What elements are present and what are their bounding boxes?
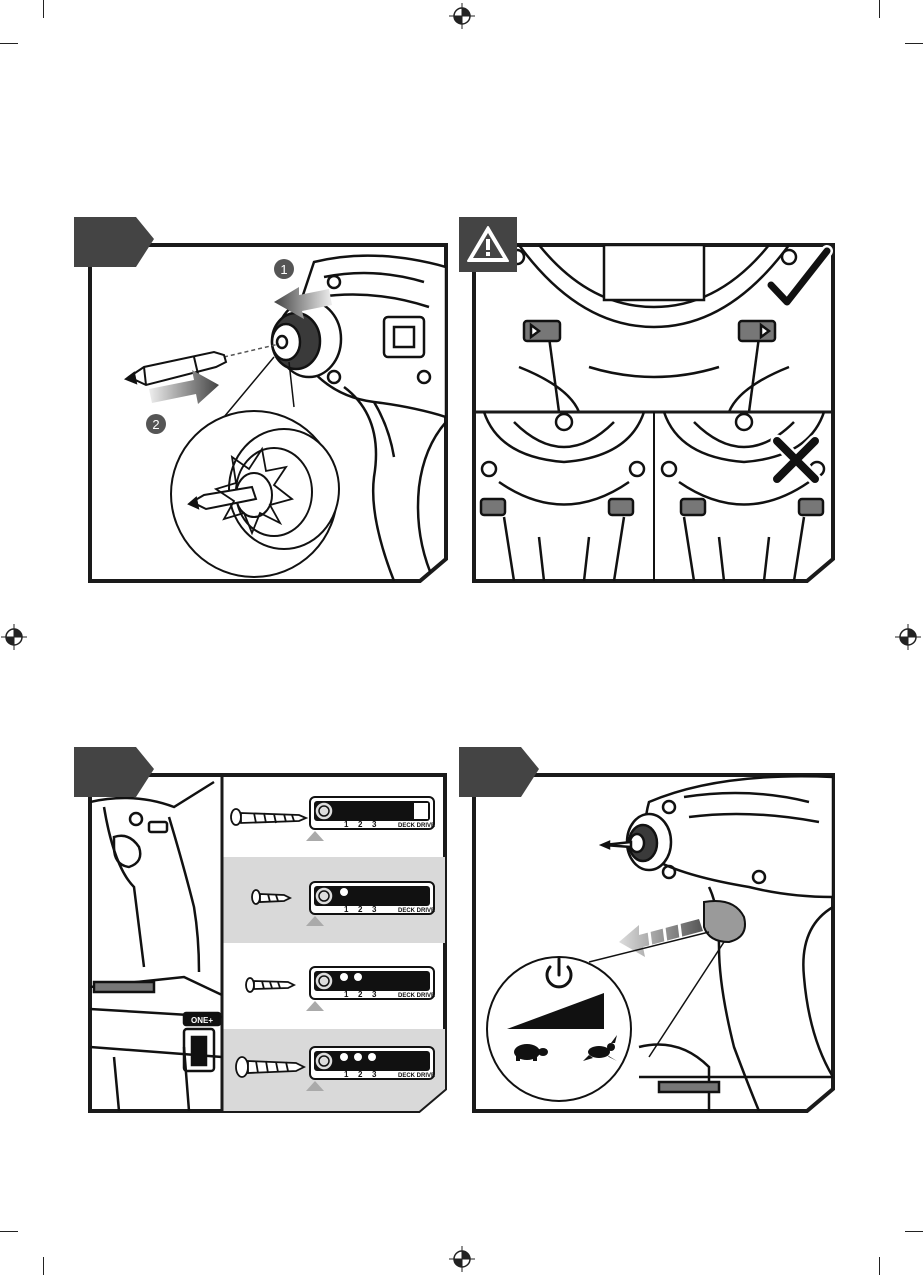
mode-display — [306, 966, 435, 1011]
deck-drive-label: DECK DRIVE — [398, 1073, 435, 1079]
impact-driver-icon — [294, 254, 446, 581]
speed-ramp-icon — [507, 993, 604, 1029]
registration-mark-icon — [449, 1246, 475, 1272]
step-tab — [74, 747, 154, 797]
step-two-label: 2 — [152, 417, 159, 432]
speed-number: 2 — [358, 905, 363, 914]
registration-mark-icon — [1, 624, 27, 650]
warning-panel — [459, 217, 839, 587]
speed-number: 2 — [358, 990, 363, 999]
step-one-label: 1 — [280, 262, 287, 277]
mode-display — [306, 881, 435, 926]
large-screw-icon — [235, 1056, 307, 1078]
crop-mark — [0, 43, 18, 44]
push-arrow-icon — [149, 370, 219, 404]
speed-number: 2 — [358, 1070, 363, 1079]
crop-mark — [905, 1231, 923, 1232]
crop-mark — [879, 0, 880, 18]
medium-screw-icon — [245, 977, 297, 993]
install-bit-panel: 1 2 — [74, 217, 454, 587]
hare-icon — [583, 1035, 617, 1061]
deck-drive-label: DECK DRIVE — [398, 993, 435, 999]
tortoise-icon — [514, 1044, 548, 1061]
correct-position-view — [508, 245, 798, 413]
step-tab — [459, 747, 539, 797]
mode-display — [306, 796, 435, 841]
brand-label: ONE+ — [191, 1016, 213, 1025]
mode-button-icon — [318, 890, 330, 902]
long-screw-icon — [230, 808, 309, 826]
speed-number: 3 — [372, 1070, 377, 1079]
speed-number: 1 — [344, 820, 349, 829]
crop-mark — [879, 1257, 880, 1275]
pull-arrow-icon — [274, 287, 332, 319]
speed-number: 1 — [344, 1070, 349, 1079]
crop-mark — [905, 43, 923, 44]
speed-number: 1 — [344, 990, 349, 999]
mode-display — [306, 1046, 435, 1091]
click-burst-icon — [213, 446, 294, 536]
mode-button-icon — [318, 805, 330, 817]
bit-icon — [123, 350, 228, 387]
deck-drive-label: DECK DRIVE — [398, 908, 435, 914]
speed-number: 1 — [344, 905, 349, 914]
impact-driver-icon — [90, 780, 223, 1111]
speed-number: 3 — [372, 990, 377, 999]
registration-mark-icon — [895, 624, 921, 650]
modes-panel: ONE+ — [74, 747, 454, 1117]
incorrect-position-view — [479, 411, 826, 581]
warning-icon — [467, 226, 509, 262]
trigger-arrow-icon — [619, 919, 703, 957]
trigger-panel — [459, 747, 839, 1117]
magnifier-icon — [170, 410, 340, 578]
small-screw-icon — [251, 889, 293, 905]
step-tab — [74, 217, 154, 267]
speed-number: 2 — [358, 820, 363, 829]
cross-icon — [770, 434, 822, 486]
chuck-collar — [270, 299, 343, 379]
speed-number: 3 — [372, 820, 377, 829]
crop-mark — [43, 1257, 44, 1275]
speed-number: 3 — [372, 905, 377, 914]
mode-button-icon — [318, 975, 330, 987]
registration-mark-icon — [449, 3, 475, 29]
trigger — [703, 900, 746, 944]
power-icon — [545, 957, 573, 989]
deck-drive-label: DECK DRIVE — [398, 823, 435, 829]
crop-mark — [0, 1231, 18, 1232]
mode-button-icon — [318, 1055, 330, 1067]
crop-mark — [43, 0, 44, 18]
